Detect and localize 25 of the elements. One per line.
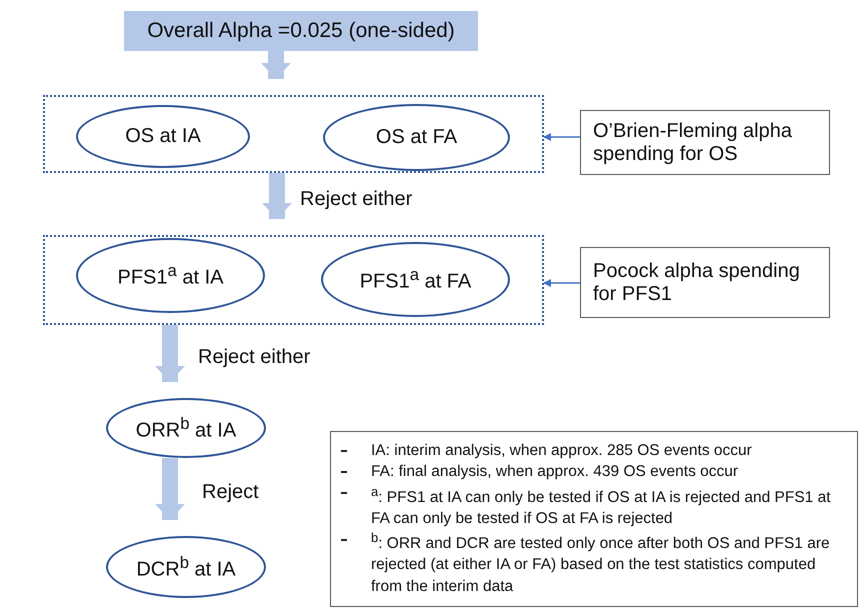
- node-label: PFS1$^{a}$ at IA: [118, 261, 224, 290]
- node-label: Overall Alpha =0.025 (one-sided): [147, 19, 455, 43]
- block-arrow: [261, 51, 291, 79]
- block-arrow: [155, 458, 185, 520]
- node-label: PFS1$^{a}$ at FA: [360, 265, 472, 294]
- annotation-box: [580, 110, 830, 175]
- group-frame: [43, 95, 544, 173]
- notes-box: [330, 431, 858, 607]
- block-arrow: [155, 325, 185, 382]
- arrow: [543, 279, 580, 287]
- process-box: [124, 11, 478, 51]
- node-label: Pocock alpha spending for PFS1: [593, 260, 801, 306]
- note-text: $^{a}$: PFS1 at IA can only be tested if OS at IA is rejected and PFS1 at FA can only be tested if OS at FA is rejected: [371, 488, 831, 527]
- annotation-box: [580, 247, 830, 318]
- block-arrow: [262, 173, 292, 219]
- note-text: IA: interim analysis, when approx. 285 OS events occur: [371, 442, 752, 459]
- group-frame: [43, 235, 544, 325]
- arrow: [543, 133, 580, 141]
- note-text: $^{b}$: ORR and DCR are tested only once after both OS and PFS1 are rejected (at either IA or FA) based on the test statistics computed from the interim data: [371, 535, 830, 595]
- node-label: O’Brien-Fleming alpha spending for OS: [593, 120, 793, 166]
- node-label: OS at FA: [376, 126, 458, 149]
- node-label: DCR$^{b}$ at IA: [136, 552, 236, 582]
- node-label: ORR$^{b}$ at IA: [136, 414, 236, 442]
- node-label: OS at IA: [125, 125, 201, 148]
- note-text: FA: final analysis, when approx. 439 OS events occur: [371, 463, 738, 480]
